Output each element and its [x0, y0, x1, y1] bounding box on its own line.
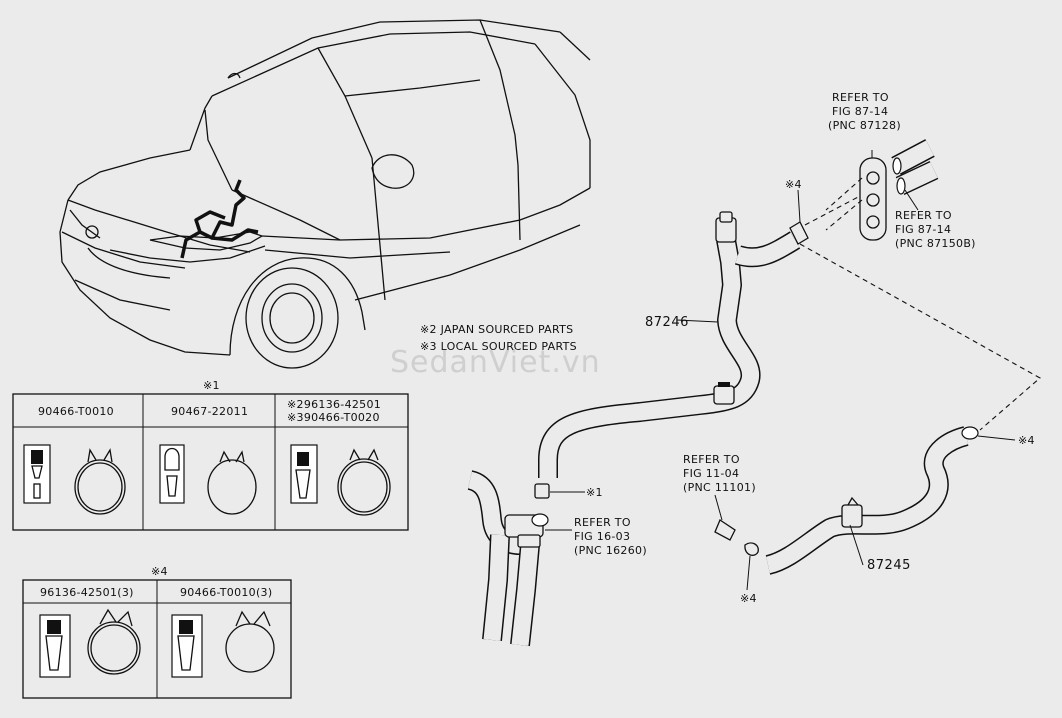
hose-87246[interactable]: [538, 211, 801, 478]
parts-table-1: ※1 90466-T0010 90467-22011 ※296136-42501…: [12, 379, 409, 531]
refer-11101-line2[interactable]: FIG 11-04: [683, 467, 739, 480]
refer-87128-line3[interactable]: (PNC 87128): [828, 119, 901, 132]
note-japan: ※2 JAPAN SOURCED PARTS: [420, 323, 573, 336]
note-local: ※3 LOCAL SOURCED PARTS: [420, 340, 577, 353]
pipes-87150b: [891, 139, 939, 196]
hose-lower-left[interactable]: [466, 470, 550, 647]
refer-87128-line2[interactable]: FIG 87-14: [832, 105, 888, 118]
callout-4-top: ※4: [785, 178, 802, 191]
refer-87150b-line2[interactable]: FIG 87-14: [895, 223, 951, 236]
table1-header-3a[interactable]: ※296136-42501: [287, 398, 381, 411]
callout-1-mid: ※1: [586, 486, 603, 499]
parts-table-2: ※4 96136-42501(3) 90466-T0010(3): [22, 565, 292, 699]
table2-marker: ※4: [151, 565, 168, 578]
callout-4-right: ※4: [1018, 434, 1035, 447]
table1-header-3b[interactable]: ※390466-T0020: [287, 411, 380, 424]
refer-87150b-line1[interactable]: REFER TO: [895, 209, 952, 222]
table2-header-1[interactable]: 96136-42501(3): [40, 586, 134, 599]
table1-header-2[interactable]: 90467-22011: [171, 405, 248, 418]
hose-87245[interactable]: [765, 426, 969, 575]
clamp-top: [789, 221, 809, 245]
pipe-fitting: [714, 519, 759, 556]
refer-16260-line2[interactable]: FIG 16-03: [574, 530, 630, 543]
refer-11101-line3[interactable]: (PNC 11101): [683, 481, 756, 494]
refer-87150b-line3[interactable]: (PNC 87150B): [895, 237, 976, 250]
refer-11101-line1[interactable]: REFER TO: [683, 453, 740, 466]
part-87245-label[interactable]: 87245: [867, 558, 911, 573]
table1-header-1[interactable]: 90466-T0010: [38, 405, 114, 418]
car-illustration: [59, 19, 591, 369]
part-87246-label[interactable]: 87246: [645, 315, 689, 330]
table2-header-2[interactable]: 90466-T0010(3): [180, 586, 272, 599]
bracket-87128: [825, 157, 887, 241]
watermark: SedanViet.vn: [390, 345, 601, 380]
refer-87128-line1[interactable]: REFER TO: [832, 91, 889, 104]
callout-4-bottom: ※4: [740, 592, 757, 605]
refer-16260-line3[interactable]: (PNC 16260): [574, 544, 647, 557]
clamp-right: [961, 426, 979, 440]
refer-16260-line1[interactable]: REFER TO: [574, 516, 631, 529]
table1-marker: ※1: [203, 379, 220, 392]
